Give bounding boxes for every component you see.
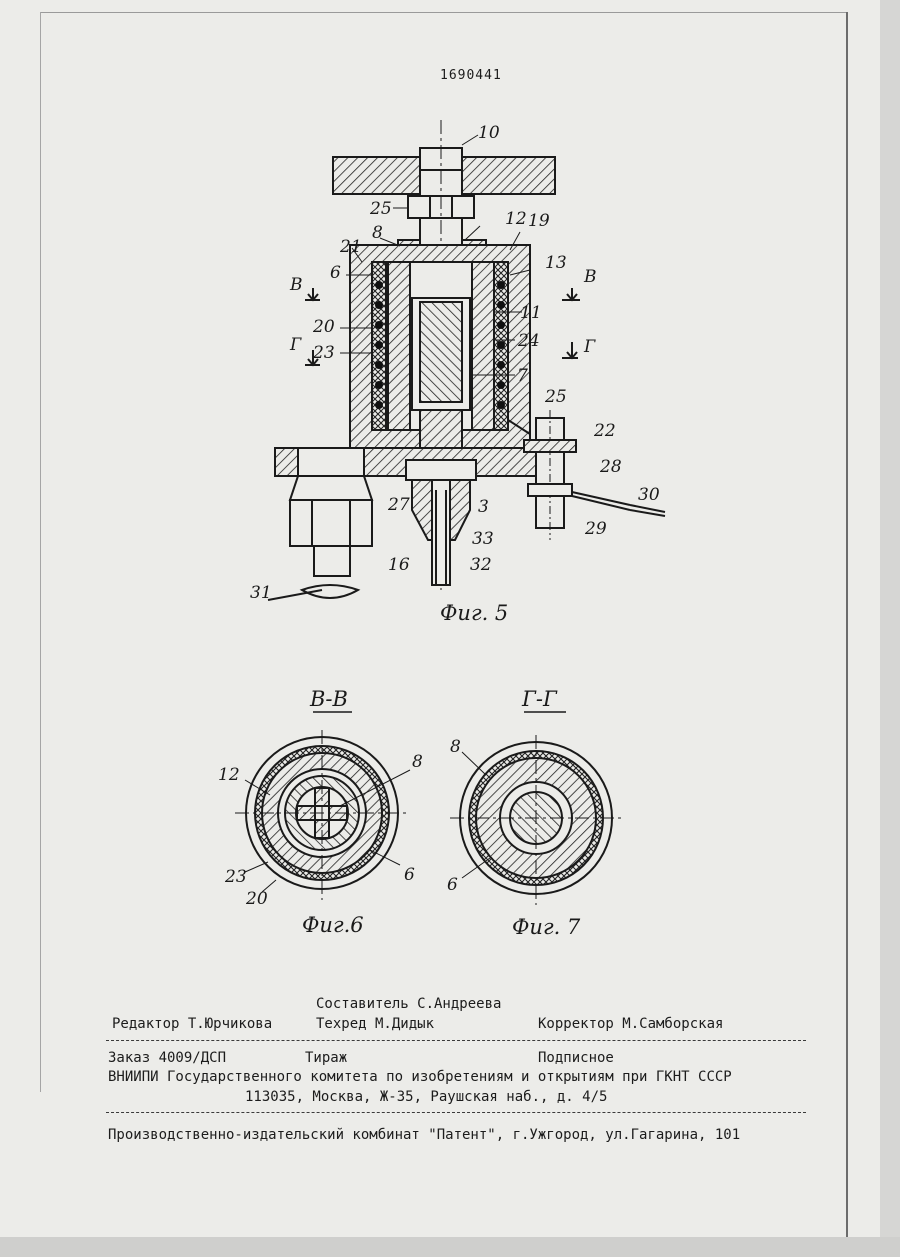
label-3: 3	[478, 497, 489, 517]
imprint-kombinat: Производственно-издательский комбинат "П…	[108, 1127, 740, 1143]
fig6-label-23: 23	[224, 867, 247, 887]
label-31: 31	[250, 583, 272, 603]
label-25: 25	[369, 199, 392, 219]
label-32: 32	[470, 555, 492, 575]
fig7-label-8: 8	[450, 737, 461, 757]
imprint-compiler: Составитель С.Андреева	[316, 996, 501, 1012]
fig6-label-6: 6	[404, 865, 415, 885]
label-20: 20	[312, 317, 335, 337]
fig6-label-20: 20	[245, 889, 268, 909]
figure-6	[235, 712, 410, 900]
imprint-address: 113035, Москва, Ж-35, Раушская наб., д. …	[245, 1089, 607, 1105]
label-33: 33	[472, 529, 494, 549]
section-mark-g-left: Г	[289, 335, 302, 355]
label-22: 22	[593, 421, 616, 441]
divider-dashed	[106, 1112, 806, 1113]
label-11: 11	[520, 303, 542, 323]
label-16: 16	[388, 555, 410, 575]
label-25b: 25	[544, 387, 567, 407]
imprint-techred: Техред М.Дидык	[316, 1016, 434, 1032]
label-23: 23	[312, 343, 335, 363]
fitting-16	[290, 500, 372, 546]
label-27: 27	[387, 495, 410, 515]
imprint-editor: Редактор Т.Юрчикова	[112, 1016, 272, 1032]
core-7	[420, 302, 462, 402]
fig6-label-12: 12	[218, 765, 240, 785]
figure-6-title: В-В	[309, 687, 348, 711]
label-12: 12	[505, 209, 527, 229]
label-21: 21	[339, 237, 362, 257]
label-19: 19	[528, 211, 550, 231]
section-mark-v-right: В	[583, 267, 597, 287]
label-24: 24	[517, 331, 540, 351]
section-mark-g-right: Г	[583, 337, 596, 357]
fig7-label-6: 6	[447, 875, 458, 895]
label-30: 30	[638, 485, 660, 505]
label-28: 28	[599, 457, 622, 477]
figure-7-caption: Фиг. 7	[512, 915, 581, 939]
figure-7	[450, 712, 624, 905]
imprint-podpisnoe: Подписное	[538, 1050, 614, 1066]
imprint-corrector: Корректор М.Самборская	[538, 1016, 723, 1032]
fig6-label-8: 8	[412, 752, 423, 772]
label-13: 13	[545, 253, 567, 273]
label-8: 8	[372, 223, 383, 243]
label-7: 7	[517, 366, 528, 386]
figure-5-caption: Фиг. 5	[440, 601, 508, 625]
figure-7-title: Г-Г	[521, 687, 558, 711]
label-6: 6	[330, 263, 341, 283]
label-10: 10	[478, 123, 500, 143]
section-mark-v-left: В	[289, 275, 303, 295]
label-29: 29	[584, 519, 607, 539]
figure-6-caption: Фиг.6	[302, 913, 364, 937]
nut-27	[406, 460, 476, 480]
divider-dashed	[106, 1040, 806, 1041]
imprint-vniipi: ВНИИПИ Государственного комитета по изоб…	[108, 1069, 732, 1085]
imprint-order: Заказ 4009/ДСП	[108, 1050, 226, 1066]
imprint-tirazh: Тираж	[305, 1050, 347, 1066]
